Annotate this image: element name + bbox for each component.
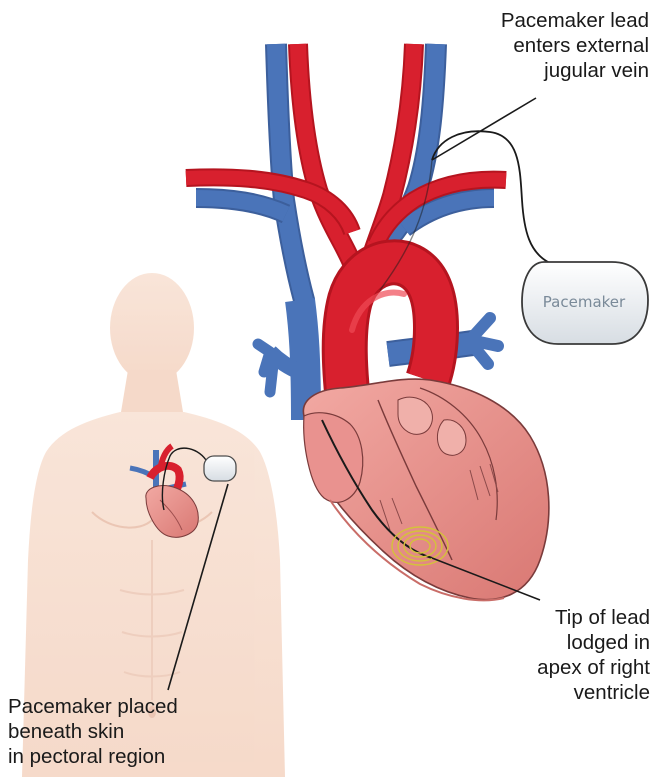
label-lead-tip: Tip of lead lodged in apex of right vent… [537, 605, 650, 705]
label-line: jugular vein [501, 58, 649, 83]
label-jugular-vein: Pacemaker lead enters external jugular v… [501, 8, 649, 83]
label-line: Pacemaker placed [8, 694, 178, 719]
heart [303, 379, 548, 600]
label-line: in pectoral region [8, 744, 178, 769]
pacemaker-device: Pacemaker [522, 262, 648, 344]
label-line: lodged in [537, 630, 650, 655]
label-line: apex of right [537, 655, 650, 680]
label-line: Pacemaker lead [501, 8, 649, 33]
label-line: ventricle [537, 680, 650, 705]
label-line: Tip of lead [537, 605, 650, 630]
label-pacemaker-placement: Pacemaker placed beneath skin in pectora… [8, 694, 178, 769]
pacemaker-brand-text: Pacemaker [543, 293, 626, 311]
label-line: beneath skin [8, 719, 178, 744]
label-line: enters external [501, 33, 649, 58]
great-vessels [186, 44, 506, 420]
